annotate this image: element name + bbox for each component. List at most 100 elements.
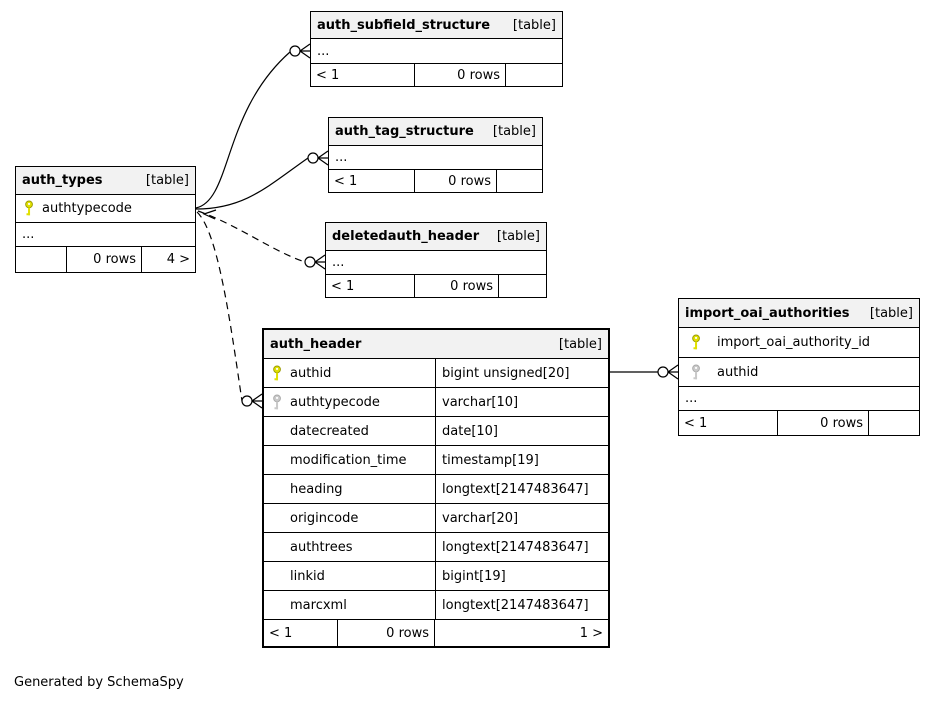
column-name: authtrees — [290, 539, 353, 555]
column-type: date[10] — [442, 423, 498, 439]
table-footer: < 1 0 rows — [679, 411, 919, 435]
footer-rows: 0 rows — [415, 64, 506, 86]
ellipsis: ... — [335, 150, 348, 165]
primary-key-icon — [683, 334, 709, 351]
more-columns-row[interactable]: ... — [16, 223, 195, 247]
table-name: auth_subfield_structure — [317, 17, 491, 33]
column-name: authid — [717, 364, 759, 380]
column-type: longtext[2147483647] — [442, 597, 589, 613]
table-name: deletedauth_header — [332, 229, 480, 244]
column-name: datecreated — [290, 423, 369, 439]
footer-rows: 0 rows — [415, 275, 499, 297]
ellipsis: ... — [22, 227, 35, 242]
column-type: bigint unsigned[20] — [442, 365, 570, 381]
footer-parents: 4 > — [166, 252, 190, 267]
table-auth_tag_structure[interactable]: auth_tag_structure [table] ... < 1 0 row… — [328, 117, 543, 193]
column-row[interactable]: modification_time timestamp[19] — [264, 446, 608, 475]
footer-rows: 0 rows — [778, 411, 869, 435]
column-row[interactable]: origincode varchar[20] — [264, 504, 608, 533]
table-header: deletedauth_header [table] — [326, 223, 546, 251]
more-columns-row[interactable]: ... — [311, 39, 562, 64]
table-deletedauth_header[interactable]: deletedauth_header [table] ... < 1 0 row… — [325, 222, 547, 298]
table-auth_header[interactable]: auth_header [table] authid bigint unsign… — [262, 328, 610, 648]
foreign-key-icon — [264, 394, 290, 411]
column-name: linkid — [290, 568, 325, 584]
column-name: authtypecode — [290, 394, 380, 410]
edge-authtypes-tag — [195, 157, 309, 210]
table-import_oai_authorities[interactable]: import_oai_authorities [table] import_oa… — [678, 298, 920, 436]
footer-children: < 1 — [311, 64, 415, 86]
column-name: authtypecode — [42, 201, 132, 216]
edge-authtypes-authheader — [196, 211, 243, 402]
column-row[interactable]: heading longtext[2147483647] — [264, 475, 608, 504]
table-tag: [table] — [492, 124, 536, 139]
table-name: auth_tag_structure — [335, 124, 474, 139]
table-footer: < 1 0 rows — [311, 64, 562, 86]
crowfoot-import — [667, 364, 679, 380]
edge-zero-circle — [289, 45, 301, 57]
table-header: auth_types [table] — [16, 167, 195, 195]
column-row[interactable]: authid — [679, 358, 919, 387]
column-name: import_oai_authority_id — [717, 335, 871, 350]
footer-parents — [869, 411, 919, 435]
column-type: varchar[20] — [442, 510, 519, 526]
footer-parents — [499, 275, 546, 297]
more-columns-row[interactable]: ... — [679, 387, 919, 411]
edge-authtypes-subfield — [195, 51, 291, 209]
more-columns-row[interactable]: ... — [326, 251, 546, 275]
primary-key-icon — [16, 200, 42, 217]
footer-rows: 0 rows — [338, 620, 435, 646]
edge-zero-circle — [304, 256, 316, 268]
column-row[interactable]: linkid bigint[19] — [264, 562, 608, 591]
table-footer: < 1 0 rows — [329, 170, 542, 192]
column-row[interactable]: authtypecode varchar[10] — [264, 388, 608, 417]
source-arrow — [202, 209, 217, 220]
table-header: auth_subfield_structure [table] — [311, 12, 562, 39]
column-row[interactable]: import_oai_authority_id — [679, 328, 919, 358]
footer-children: < 1 — [329, 170, 415, 192]
column-row[interactable]: authtrees longtext[2147483647] — [264, 533, 608, 562]
footer-parents: 1 > — [579, 625, 603, 641]
more-columns-row[interactable]: ... — [329, 146, 542, 170]
table-footer: < 1 0 rows — [326, 275, 546, 297]
footer-rows: 0 rows — [67, 247, 142, 272]
column-name: heading — [290, 481, 343, 497]
column-type: timestamp[19] — [442, 452, 539, 468]
table-header: import_oai_authorities [table] — [679, 299, 919, 328]
table-footer: 0 rows 4 > — [16, 247, 195, 272]
ellipsis: ... — [332, 255, 345, 270]
edge-zero-circle — [241, 395, 253, 407]
column-row[interactable]: datecreated date[10] — [264, 417, 608, 446]
table-footer: < 1 0 rows 1 > — [264, 620, 608, 646]
table-tag: [table] — [145, 173, 189, 188]
footer-rows: 0 rows — [415, 170, 497, 192]
footer-children: < 1 — [679, 411, 778, 435]
edge-zero-circle — [657, 366, 669, 378]
table-name: auth_header — [270, 336, 362, 352]
column-type: longtext[2147483647] — [442, 481, 589, 497]
table-name: import_oai_authorities — [685, 305, 850, 321]
column-row[interactable]: authtypecode — [16, 195, 195, 223]
footer-parents — [497, 170, 542, 192]
column-name: marcxml — [290, 597, 347, 613]
column-name: origincode — [290, 510, 359, 526]
foreign-key-icon — [683, 364, 709, 381]
column-type: longtext[2147483647] — [442, 539, 589, 555]
column-row[interactable]: authid bigint unsigned[20] — [264, 359, 608, 388]
column-type: varchar[10] — [442, 394, 519, 410]
column-type: bigint[19] — [442, 568, 506, 584]
table-auth_subfield_structure[interactable]: auth_subfield_structure [table] ... < 1 … — [310, 11, 563, 87]
footer-parents — [506, 64, 562, 86]
table-tag: [table] — [496, 229, 540, 244]
column-name: modification_time — [290, 452, 407, 468]
footer-children: < 1 — [326, 275, 415, 297]
ellipsis: ... — [685, 391, 698, 406]
table-auth_types[interactable]: auth_types [table] authtypecode ... 0 ro… — [15, 166, 196, 273]
column-row[interactable]: marcxml longtext[2147483647] — [264, 591, 608, 620]
table-header: auth_header [table] — [264, 330, 608, 359]
footer-children — [16, 247, 67, 272]
generated-by-note: Generated by SchemaSpy — [14, 675, 184, 690]
primary-key-icon — [264, 365, 290, 382]
crowfoot-tag — [317, 150, 329, 166]
table-tag: [table] — [512, 17, 556, 33]
